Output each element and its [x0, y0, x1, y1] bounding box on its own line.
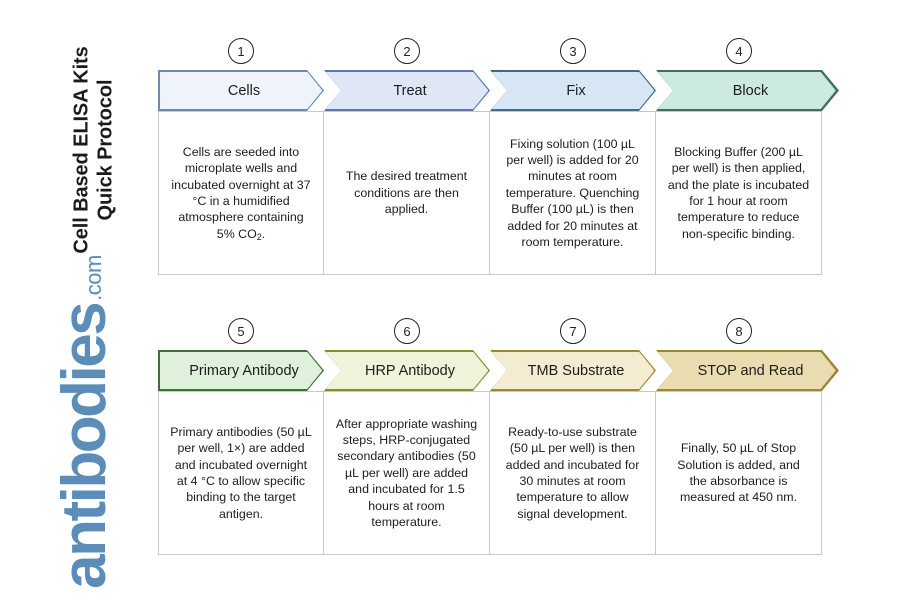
- step-description-text: Fixing solution (100 µL per well) is add…: [505, 136, 640, 249]
- page-title-line-2: Quick Protocol: [95, 79, 117, 221]
- chevron-step-6[interactable]: HRP Antibody: [324, 350, 490, 391]
- chevron-step-3[interactable]: Fix: [490, 70, 656, 111]
- step-number-label: 1: [237, 43, 245, 59]
- chevron-fill: [491, 351, 655, 390]
- step-description-panel: Primary antibodies (50 µL per well, 1×) …: [158, 391, 324, 555]
- step-number-badge: 4: [726, 38, 752, 64]
- step-number-badge: 8: [726, 318, 752, 344]
- step-description-text: Finally, 50 µL of Stop Solution is added…: [677, 441, 800, 505]
- chevron-step-4[interactable]: Block: [656, 70, 839, 111]
- step-description-panel: After appropriate washing steps, HRP-con…: [324, 391, 490, 555]
- chevron-step-label: TMB Substrate: [527, 362, 625, 379]
- step-description-text: The desired treatment conditions are the…: [345, 169, 468, 217]
- chevron-step-label: Block: [732, 82, 769, 99]
- chevron-fill: [657, 351, 836, 390]
- step-description-panel: Cells are seeded into microplate wells a…: [158, 111, 324, 275]
- step-number-label: 8: [735, 323, 743, 339]
- chevron-fill: [657, 71, 836, 110]
- logo-wordmark: antibodies: [50, 303, 120, 589]
- chevron-fill: [325, 71, 489, 110]
- step-number-badge: 1: [228, 38, 254, 64]
- step-description-panel: The desired treatment conditions are the…: [324, 111, 490, 275]
- chevron-step-label: Fix: [566, 82, 586, 99]
- step-number-badge: 6: [394, 318, 420, 344]
- chevron-fill: [491, 71, 655, 110]
- step-number-label: 6: [403, 323, 411, 339]
- step-number-label: 5: [237, 323, 245, 339]
- chevron-step-label: Treat: [393, 82, 427, 99]
- step-number-label: 7: [569, 323, 577, 339]
- step-number-badge: 7: [560, 318, 586, 344]
- step-description-text: After appropriate washing steps, HRP-con…: [335, 416, 478, 529]
- antibodies-logo: antibodies .com: [20, 255, 150, 589]
- chevron-step-5[interactable]: Primary Antibody: [158, 350, 324, 391]
- step-description-text: Cells are seeded into microplate wells a…: [171, 144, 311, 242]
- chevron-step-label: HRP Antibody: [364, 362, 455, 379]
- step-description-text: Primary antibodies (50 µL per well, 1×) …: [170, 424, 312, 521]
- step-number-label: 3: [569, 43, 577, 59]
- step-number-badge: 3: [560, 38, 586, 64]
- step-number-label: 4: [735, 43, 743, 59]
- step-number-badge: 5: [228, 318, 254, 344]
- logo-tld: .com: [80, 255, 106, 301]
- chevron-step-7[interactable]: TMB Substrate: [490, 350, 656, 391]
- chevron-fill: [159, 351, 323, 390]
- step-description-text: Blocking Buffer (200 µL per well) is the…: [667, 144, 810, 241]
- step-description-panel: Ready-to-use substrate (50 µL per well) …: [490, 391, 656, 555]
- step-description-panel: Blocking Buffer (200 µL per well) is the…: [656, 111, 822, 275]
- chevron-step-label: Primary Antibody: [189, 362, 299, 379]
- chevron-step-label: STOP and Read: [697, 362, 804, 379]
- chevron-step-8[interactable]: STOP and Read: [656, 350, 839, 391]
- chevron-fill: [325, 351, 489, 390]
- step-number-label: 2: [403, 43, 411, 59]
- chevron-step-label: Cells: [227, 82, 261, 99]
- step-number-badge: 2: [394, 38, 420, 64]
- chevron-fill: [159, 71, 323, 110]
- step-description-text: Ready-to-use substrate (50 µL per well) …: [505, 424, 640, 521]
- chevron-step-1[interactable]: Cells: [158, 70, 324, 111]
- chevron-step-2[interactable]: Treat: [324, 70, 490, 111]
- step-description-panel: Fixing solution (100 µL per well) is add…: [490, 111, 656, 275]
- step-description-panel: Finally, 50 µL of Stop Solution is added…: [656, 391, 822, 555]
- page-title-line-1: Cell Based ELISA Kits: [70, 46, 93, 254]
